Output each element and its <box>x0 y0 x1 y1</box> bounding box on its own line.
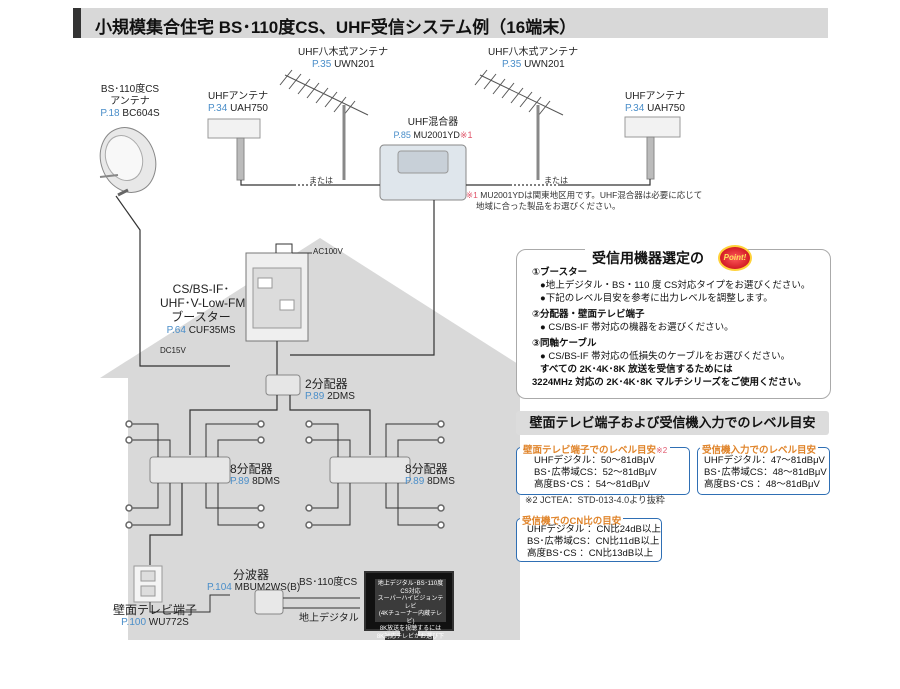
splitter2-icon <box>265 374 301 396</box>
tv-input-bs-label: BS･110度CS <box>299 577 358 588</box>
tv-input-terrestrial-label: 地上デジタル <box>299 613 359 624</box>
splitter8-left-icon <box>149 456 231 484</box>
left-outputs <box>132 423 258 526</box>
cn-title: 受信機でのCN比の目安 <box>522 516 622 527</box>
page-title: 小規模集合住宅 BS･110度CS、UHF受信システム例（16端末） <box>95 18 577 37</box>
uhf-antenna-right-label: UHFアンテナ P.34 UAH750 <box>625 91 686 114</box>
dc-label: DC15V <box>160 346 186 355</box>
booster-label: CS/BS-IF･ UHF･V-Low-FM ブースター P.64 CUF35M… <box>160 282 246 336</box>
mixer-note: ※1 MU2001YDは関東地区用です。UHF混合器は必要に応じて 地域に合った… <box>466 190 703 211</box>
uhf-antenna-left-label: UHFアンテナ P.34 UAH750 <box>208 91 269 114</box>
or-label-left: または <box>309 176 333 185</box>
house-shape <box>100 238 540 640</box>
yagi-right-label: UHF八木式アンテナ P.35 UWN201 <box>488 47 579 70</box>
point-badge: Point! <box>718 245 752 271</box>
yagi-antenna-left-icon <box>279 69 369 180</box>
mixer-icon <box>379 144 467 201</box>
right-outputs <box>312 423 438 526</box>
uhf-antenna-right-icon <box>624 116 681 180</box>
yagi-antenna-right-icon <box>474 69 564 180</box>
splitter8-right-icon <box>329 456 411 484</box>
bs-antenna-label: BS･110度CS アンテナ P.18 BC604S <box>100 84 160 119</box>
cn-rows: UHFデジタル ：CN比24dB以上 BS･広帯域CS：CN比11dB以上 高度… <box>527 524 661 559</box>
title-bar <box>73 8 828 38</box>
splitter8-right-label: 8分配器 P.89 8DMS <box>405 462 455 487</box>
or-label-right: または <box>544 176 568 185</box>
wall-level-rows: UHFデジタル：50〜81dBμV BS･広帯域CS：52〜81dBμV 高度B… <box>534 455 657 490</box>
yagi-left-label: UHF八木式アンテナ P.35 UWN201 <box>298 47 389 70</box>
booster-icon <box>245 252 309 342</box>
splitter2-label: 2分配器 P.89 2DMS <box>305 377 355 402</box>
wall-outlet-label: 壁面テレビ端子 P.100 WU772S <box>113 603 198 628</box>
selection-points-panel <box>516 249 831 399</box>
title-marker <box>73 8 81 38</box>
levels-heading: 壁面テレビ端子および受信機入力でのレベル目安 <box>516 411 829 435</box>
outlet-ports <box>125 420 445 529</box>
panel-body: ①ブースター ●地上デジタル・BS・110 度 CS対応タイプをお選びください。… <box>532 267 811 388</box>
uhf-antenna-left-icon <box>207 118 261 181</box>
receiver-level-title: 受信機入力でのレベル目安 <box>702 445 817 456</box>
panel-title: 受信用機器選定の <box>592 250 704 266</box>
wave-splitter-label: 分波器 P.104 MBUM2WS(B) <box>207 568 301 593</box>
mixer-label: UHF混合器 P.85 MU2001YD※1 <box>393 117 473 140</box>
wave-splitter-icon <box>254 589 284 615</box>
receiver-level-rows: UHFデジタル：47〜81dBμV BS･広帯域CS：48〜81dBμV 高度B… <box>704 455 827 490</box>
splitter8-left-label: 8分配器 P.89 8DMS <box>230 462 280 487</box>
wall-level-title: 壁面テレビ端子でのレベル目安 <box>523 445 657 456</box>
tv-screen-text: 地上デジタル･BS･110度CS対応 スーパーハイビジョンテレビ (4Kチューナ… <box>375 579 446 640</box>
wall-outlet-icon <box>133 565 163 603</box>
ac-label: AC100V <box>313 247 343 256</box>
levels-note: ※2 JCTEA：STD-013-4.0より抜粋 <box>525 495 665 505</box>
bs-dish-icon <box>99 127 157 197</box>
